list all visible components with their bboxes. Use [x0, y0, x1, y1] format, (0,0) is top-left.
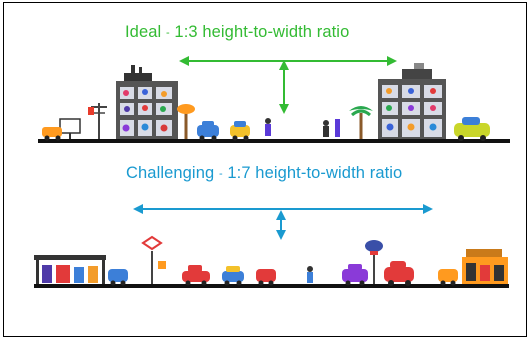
power-pole [88, 103, 107, 139]
ideal-pedestrians [265, 118, 340, 137]
bus-shelter [34, 255, 106, 284]
ideal-car-orange-left [42, 127, 62, 141]
challenging-shop-right [462, 249, 508, 284]
challenging-heading: Challenging - 1:7 height-to-width ratio [126, 164, 402, 183]
challenging-label: Challenging [126, 164, 215, 182]
challenging-separator: - [218, 168, 223, 180]
challenging-sign-red [141, 235, 166, 284]
challenging-car-purple [342, 264, 368, 286]
ideal-ratio-text: 1:3 height-to-width ratio [174, 23, 350, 41]
challenging-sign-blue [365, 240, 383, 284]
ideal-car-yellow-green [454, 117, 490, 141]
challenging-car-blue-left [108, 269, 128, 286]
palm-tree-right [349, 106, 373, 139]
ideal-ground-line [38, 139, 510, 143]
challenging-pedestrian [307, 266, 313, 283]
challenging-car-orange-right [438, 269, 458, 286]
street-illustration [34, 56, 510, 288]
ideal-car-blue [197, 121, 219, 141]
challenging-car-red-3 [384, 261, 414, 286]
ideal-label: Ideal [125, 23, 162, 41]
ideal-heading: Ideal - 1:3 height-to-width ratio [125, 23, 349, 42]
challenging-ratio-text: 1:7 height-to-width ratio [227, 164, 403, 182]
challenging-ground-line [34, 284, 509, 288]
ideal-street-scene [38, 56, 510, 143]
challenging-street-scene [34, 204, 509, 288]
ideal-car-yellow [230, 121, 250, 141]
challenging-car-blue-mid [222, 266, 244, 286]
challenging-car-red-1 [182, 265, 210, 286]
diagram-frame: Ideal - 1:3 height-to-width ratio Challe… [3, 2, 527, 337]
palm-tree-left [177, 104, 195, 139]
challenging-car-red-2 [256, 269, 276, 286]
bus-stop-sign [59, 118, 81, 139]
ideal-building-left [116, 65, 178, 139]
ideal-building-right [378, 63, 446, 139]
ideal-separator: - [165, 27, 170, 39]
